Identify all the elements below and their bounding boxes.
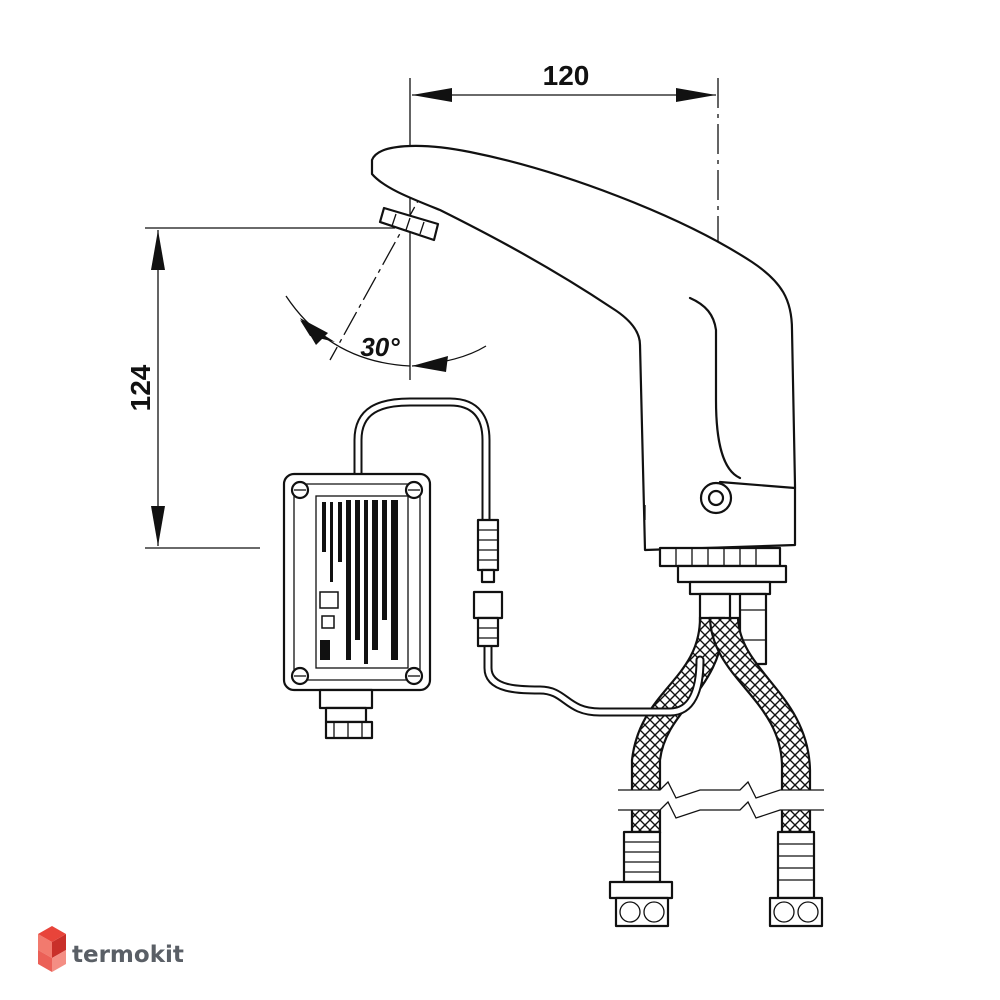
dimension-height: 124 [125, 227, 395, 549]
label-plate [319, 500, 398, 664]
brand-logo: termokit [38, 926, 184, 972]
height-label: 124 [125, 364, 156, 411]
supply-hoses [608, 616, 824, 928]
dimension-angle: 30° [285, 171, 487, 372]
dimension-width: 120 [409, 60, 719, 520]
cable-plug-top [476, 518, 500, 572]
control-box [282, 472, 432, 740]
width-label: 120 [543, 60, 590, 91]
cube-icon [38, 926, 66, 972]
cables [353, 397, 705, 717]
cable-plug-bottom [472, 590, 504, 620]
brand-name: termokit [72, 942, 184, 968]
angle-label: 30° [360, 332, 400, 362]
